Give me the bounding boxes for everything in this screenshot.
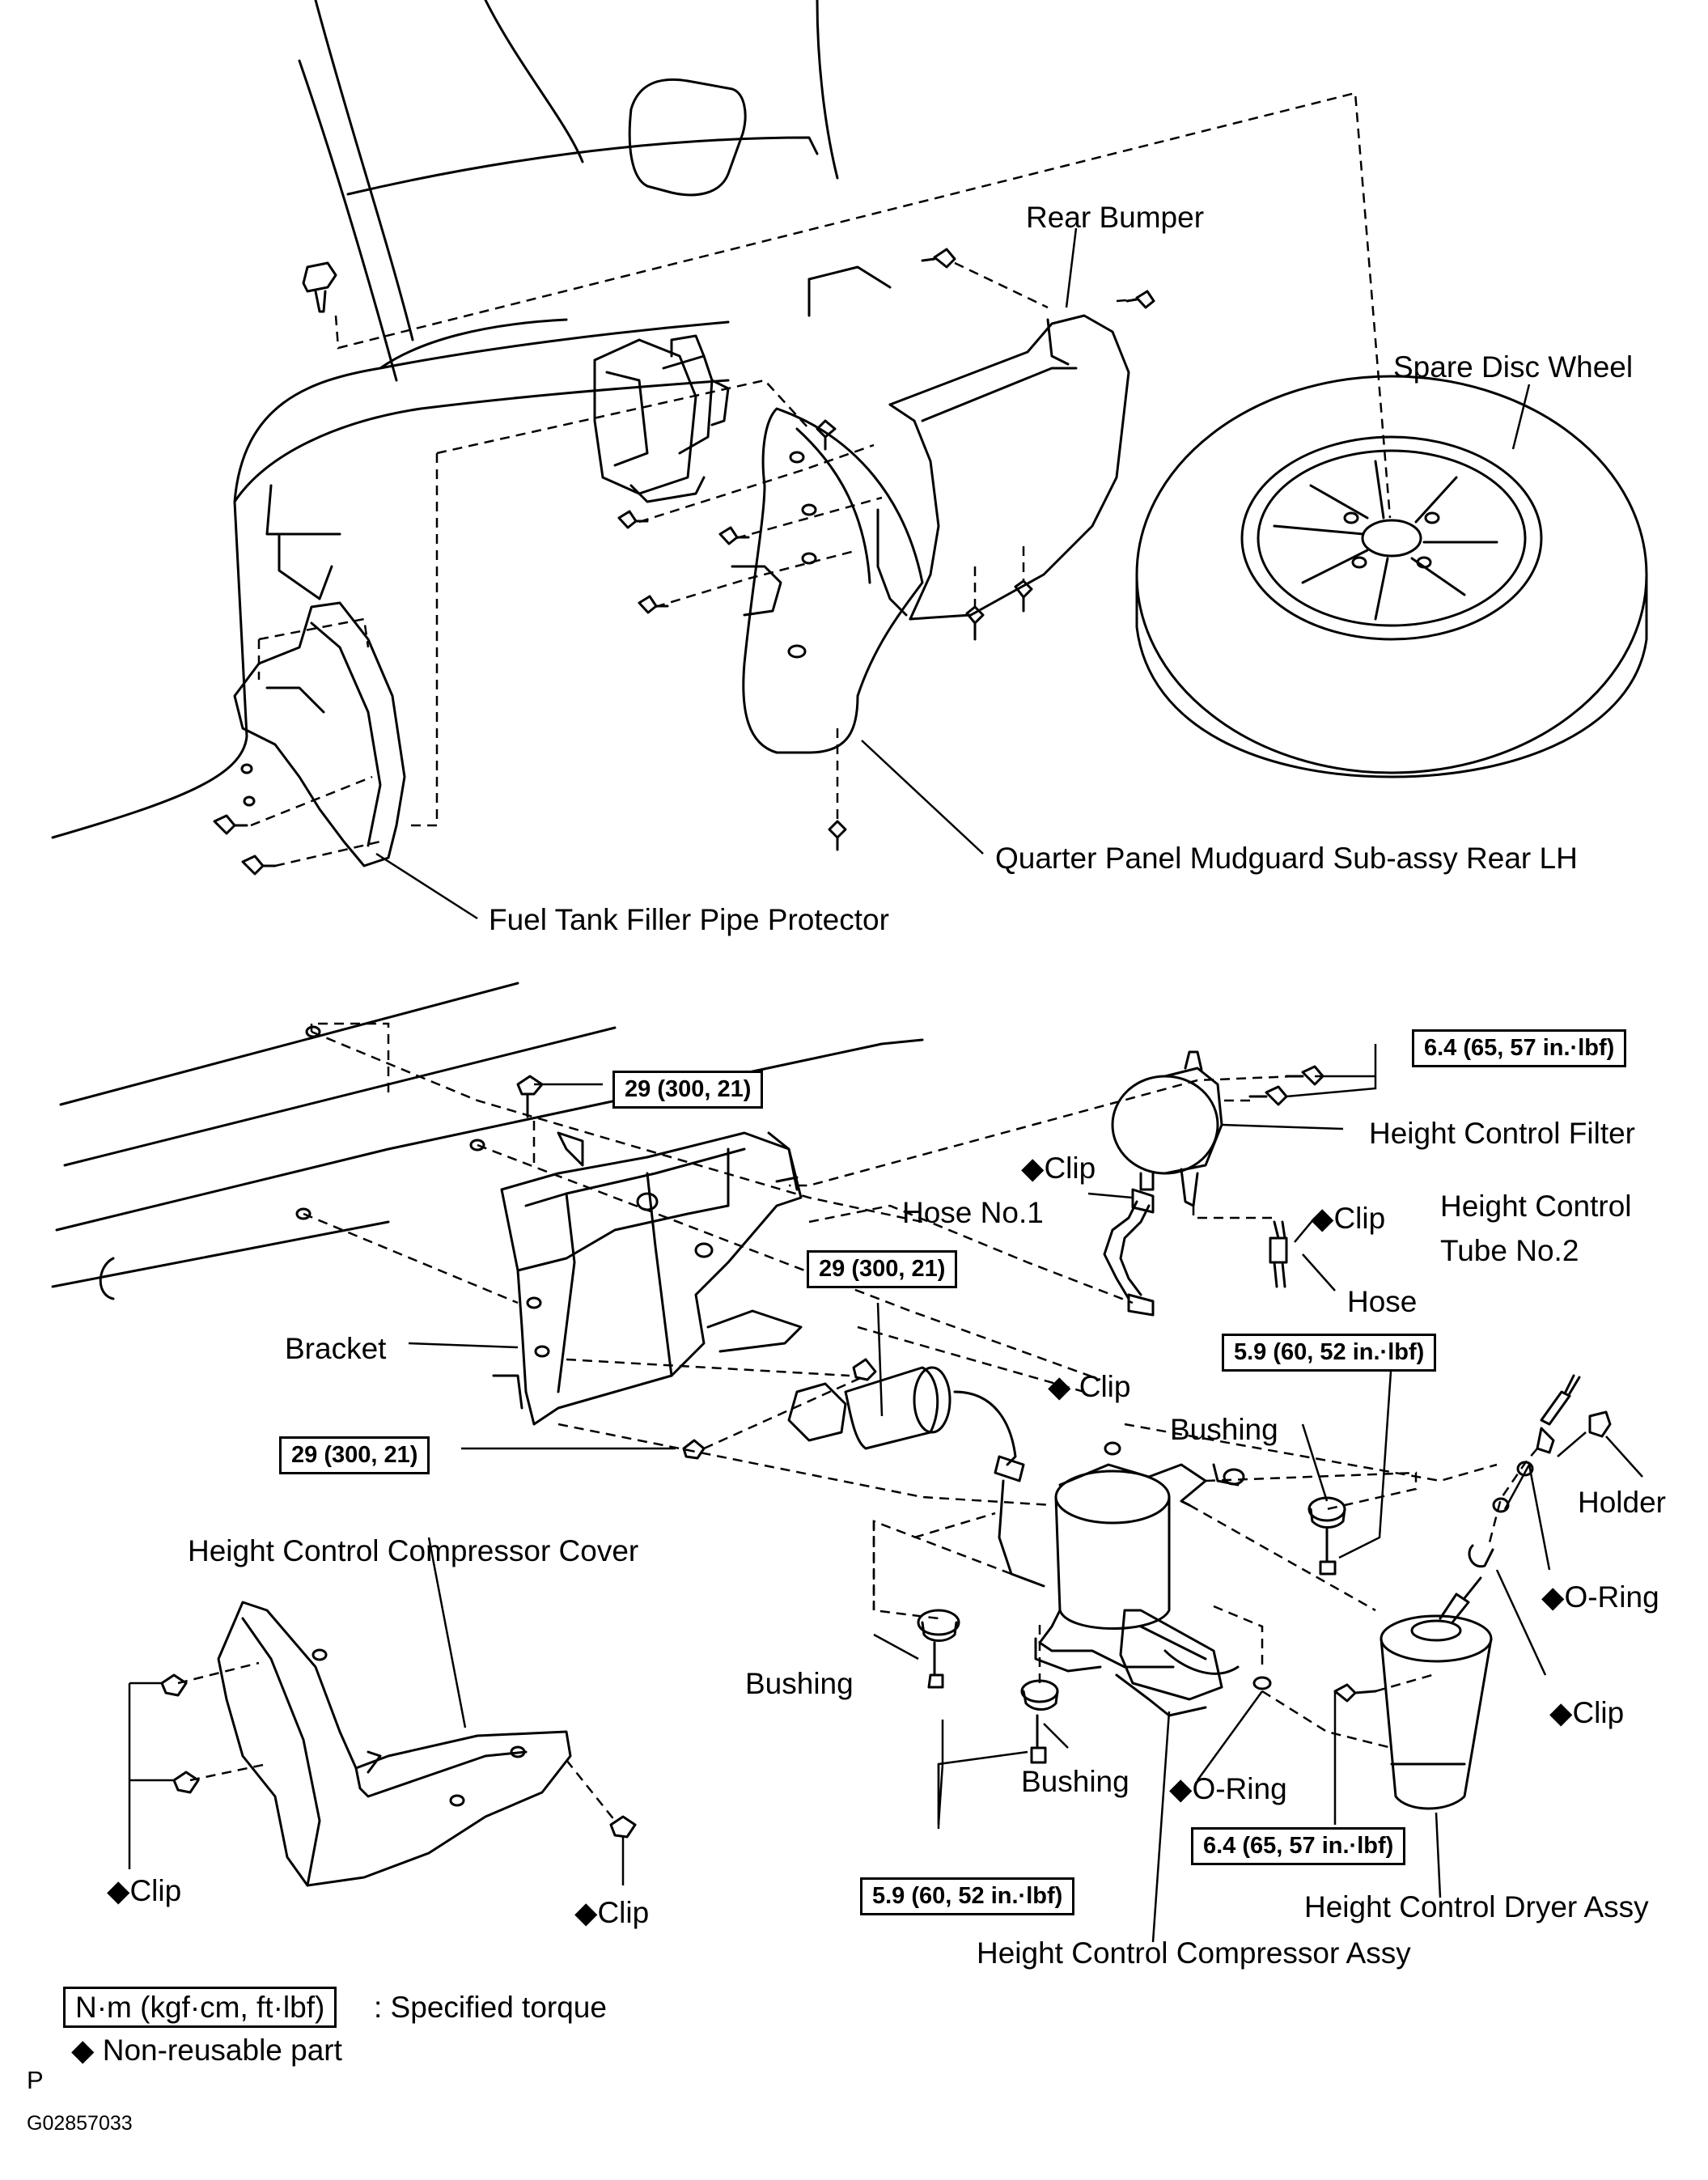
rear-bumper-shape bbox=[876, 314, 1130, 621]
label-holder: Holder bbox=[1578, 1486, 1666, 1519]
mudguard-shape bbox=[731, 407, 924, 754]
compressor-bushings bbox=[917, 1496, 1346, 1764]
torque-t1: 6.4 (65, 57 in.·lbf) bbox=[1412, 1029, 1627, 1067]
torque-t6: 6.4 (65, 57 in.·lbf) bbox=[1191, 1827, 1406, 1865]
label-bushing-1: Bushing bbox=[1170, 1413, 1278, 1446]
frame-rails bbox=[51, 982, 924, 1300]
label-clip-3: ◆ Clip bbox=[1048, 1370, 1131, 1403]
upper-leader-lines bbox=[375, 227, 1531, 920]
torque-t7: 5.9 (60, 52 in.·lbf) bbox=[860, 1877, 1075, 1915]
torque-t5: 29 (300, 21) bbox=[279, 1436, 430, 1474]
legend-nonreusable: ◆ Non-reusable part bbox=[71, 2034, 342, 2067]
torque-t2: 29 (300, 21) bbox=[612, 1071, 764, 1109]
legend-torque-text: : Specified torque bbox=[374, 1991, 607, 2024]
compressor-shape bbox=[1034, 1441, 1245, 1717]
height-control-filter-shape bbox=[1111, 1050, 1223, 1207]
footer-code: G02857033 bbox=[27, 2112, 133, 2135]
label-height-control-tube-1: Height Control bbox=[1440, 1190, 1632, 1223]
label-bushing-2: Bushing bbox=[745, 1667, 854, 1700]
label-dryer: Height Control Dryer Assy bbox=[1304, 1890, 1649, 1923]
fuel-filler-assembly bbox=[593, 334, 730, 503]
fuel-protector-shape bbox=[233, 601, 406, 867]
label-mudguard: Quarter Panel Mudguard Sub-assy Rear LH bbox=[995, 842, 1578, 875]
legend-unit-box: N·m (kgf·cm, ft·lbf) bbox=[63, 1987, 337, 2028]
bracket-shape bbox=[492, 1131, 803, 1426]
label-clip-5: ◆Clip bbox=[1549, 1696, 1625, 1729]
label-fuel-protector: Fuel Tank Filler Pipe Protector bbox=[489, 903, 889, 936]
label-o-ring-2: ◆O-Ring bbox=[1169, 1772, 1287, 1805]
label-clip-4: ◆Clip bbox=[107, 1874, 182, 1907]
torque-t4: 5.9 (60, 52 in.·lbf) bbox=[1222, 1334, 1437, 1372]
lower-dashed-lines bbox=[177, 1022, 1538, 1822]
label-clip-2: ◆Clip bbox=[1311, 1202, 1386, 1235]
lower-leader-lines bbox=[128, 1044, 1643, 1943]
label-hose-no1: Hose No.1 bbox=[902, 1196, 1044, 1229]
label-height-control-filter: Height Control Filter bbox=[1369, 1117, 1636, 1150]
hose-small-shape bbox=[1269, 1220, 1288, 1288]
upper-dashed-lines bbox=[250, 91, 1392, 867]
label-hose: Hose bbox=[1347, 1285, 1418, 1318]
label-spare-disc-wheel: Spare Disc Wheel bbox=[1393, 350, 1634, 384]
label-clip-6: ◆Clip bbox=[574, 1896, 650, 1929]
footer-letter: P bbox=[27, 2066, 44, 2094]
label-rear-bumper: Rear Bumper bbox=[1026, 201, 1205, 234]
hose-no1-shape bbox=[1103, 1188, 1155, 1317]
label-compressor-cover: Height Control Compressor Cover bbox=[188, 1534, 639, 1567]
height-control-dryer-shape bbox=[1333, 1576, 1493, 1810]
label-compressor: Height Control Compressor Assy bbox=[977, 1936, 1411, 1970]
compressor-cover-shape bbox=[160, 1601, 637, 1887]
harness-connector-shape bbox=[787, 1366, 1045, 1588]
label-o-ring-1: ◆O-Ring bbox=[1541, 1580, 1659, 1614]
label-bracket: Bracket bbox=[285, 1332, 387, 1365]
torque-t3: 29 (300, 21) bbox=[807, 1250, 958, 1288]
label-clip-1: ◆Clip bbox=[1021, 1151, 1096, 1185]
spare-wheel-shape bbox=[1135, 375, 1648, 778]
label-height-control-tube-2: Tube No.2 bbox=[1440, 1234, 1579, 1267]
label-bushing-3: Bushing bbox=[1021, 1765, 1129, 1798]
vehicle-body-outline bbox=[51, 0, 892, 839]
